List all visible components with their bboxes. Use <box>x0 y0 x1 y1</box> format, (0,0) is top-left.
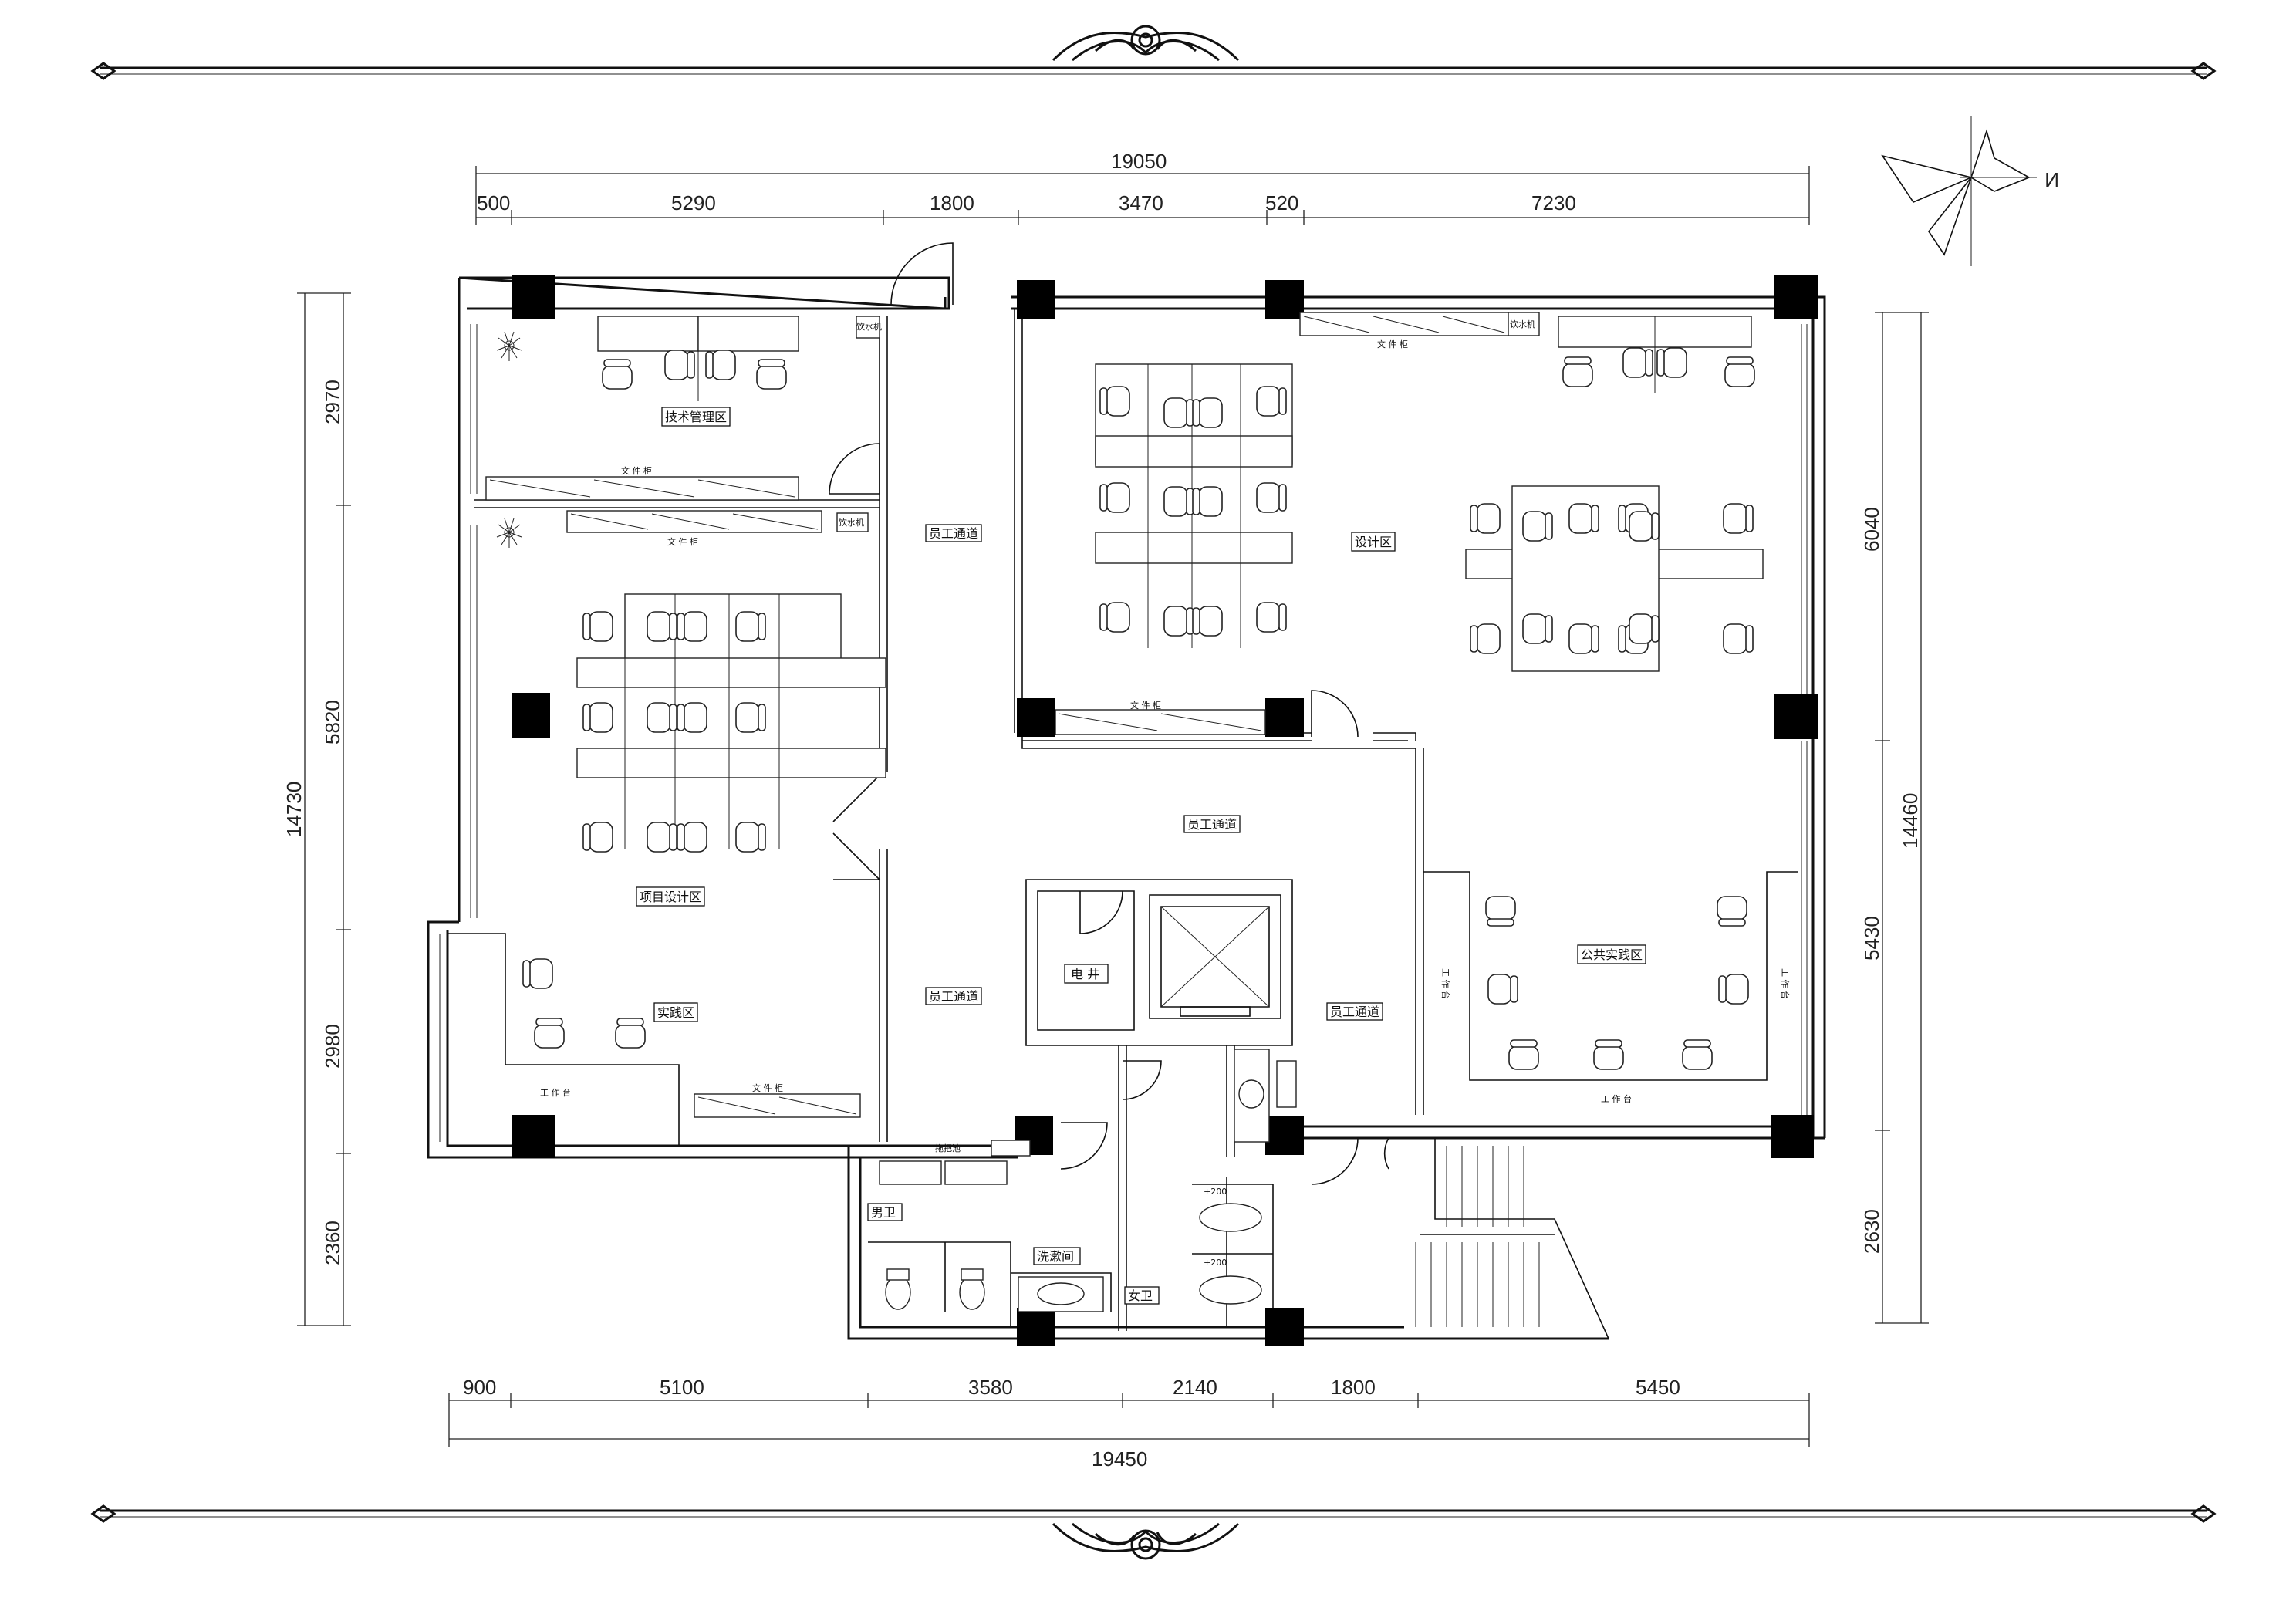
file-cabinets: 文 件 柜 文 件 柜 文 件 柜 文 件 柜 文 件 柜 饮水机 饮水机 饮水… <box>485 312 1540 1118</box>
dim-bottom-seg-4: 2140 <box>1173 1376 1217 1399</box>
dim-top-seg-6: 7230 <box>1531 191 1576 214</box>
tech-mgmt-furniture <box>597 316 799 401</box>
label-design: 设计区 <box>1355 535 1392 549</box>
label-public-practice: 公共实践区 <box>1581 947 1643 962</box>
dim-left-seg-4: 2360 <box>321 1221 344 1265</box>
columns <box>512 275 1818 1346</box>
dim-top-seg-3: 1800 <box>930 191 974 214</box>
label-project-design: 项目设计区 <box>640 890 701 904</box>
label-practice: 实践区 <box>657 1005 694 1020</box>
bottom-border <box>90 1504 2217 1523</box>
label-tech-mgmt: 技术管理区 <box>665 410 727 424</box>
dim-bottom-seg-1: 900 <box>463 1376 496 1399</box>
dim-top-seg-5: 520 <box>1265 191 1298 214</box>
workbench-label-public: 工 作 台 <box>1601 1093 1632 1104</box>
label-wash-room: 洗漱间 <box>1037 1249 1074 1264</box>
dim-bottom-seg-2: 5100 <box>660 1376 704 1399</box>
offset-label-1: +200 <box>1204 1187 1227 1197</box>
top-ornament <box>1052 25 1240 62</box>
label-corridor-4: 员工通道 <box>1330 1005 1379 1019</box>
dim-right-seg-2: 5430 <box>1860 916 1883 961</box>
room-labels: 技术管理区 项目设计区 实践区 设计区 公共实践区 电 井 男卫 女卫 洗漱间 … <box>636 407 1646 1305</box>
practice-furniture <box>522 958 646 1049</box>
dim-bottom-total: 19450 <box>1092 1447 1147 1471</box>
dim-bottom-seg-5: 1800 <box>1331 1376 1376 1399</box>
dim-top-seg-1: 500 <box>477 191 510 214</box>
dim-right-seg-1: 6040 <box>1860 507 1883 552</box>
dim-left-seg-3: 2980 <box>321 1024 344 1069</box>
offset-label-2: +200 <box>1204 1258 1227 1268</box>
interior-walls <box>474 309 1798 1339</box>
dim-top-seg-2: 5290 <box>671 191 716 214</box>
dimension-bottom: 900 5100 3580 2140 1800 5450 19450 <box>448 1376 1810 1471</box>
dim-left-seg-1: 2970 <box>321 380 344 424</box>
label-corridor-1: 员工通道 <box>929 526 978 541</box>
dimension-right: 6040 5430 2630 14460 <box>1860 312 1929 1324</box>
dim-top-total: 19050 <box>1111 150 1167 173</box>
mop-pool-label: 拖把池 <box>935 1143 961 1153</box>
label-electric-shaft: 电 井 <box>1071 967 1099 981</box>
workbench-label-practice: 工 作 台 <box>540 1087 571 1098</box>
dim-top-seg-4: 3470 <box>1119 191 1163 214</box>
label-mens-wc: 男卫 <box>871 1205 896 1220</box>
dim-bottom-seg-6: 5450 <box>1636 1376 1680 1399</box>
restroom-fixtures: 拖把池 +200 +200 <box>879 1049 1297 1312</box>
cabinet-label-bottom: 文 件 柜 <box>1130 700 1161 711</box>
dim-left-total: 14730 <box>282 782 306 837</box>
public-practice-furniture: 工 作 台 工 作 台 工 作 台 <box>1440 896 1791 1104</box>
cabinet-label-practice: 文 件 柜 <box>752 1082 783 1093</box>
cabinet-label-project: 文 件 柜 <box>667 536 698 547</box>
dim-bottom-seg-3: 3580 <box>968 1376 1013 1399</box>
bottom-ornament <box>1052 1522 1240 1560</box>
dim-left-seg-2: 5820 <box>321 700 344 745</box>
water-dispenser-3: 饮水机 <box>1510 319 1535 329</box>
water-dispenser-1: 饮水机 <box>856 321 882 332</box>
dim-right-total: 14460 <box>1899 793 1922 849</box>
design-furniture <box>1095 316 1764 672</box>
cabinet-label-design: 文 件 柜 <box>1377 339 1408 350</box>
label-corridor-2: 员工通道 <box>929 989 978 1004</box>
practice-workbench: 工 作 台 <box>447 933 680 1146</box>
project-design-furniture <box>576 593 886 853</box>
water-dispenser-2: 饮水机 <box>839 517 864 528</box>
north-label: N <box>2044 168 2059 191</box>
north-arrow: N <box>1881 116 2059 266</box>
top-border <box>90 62 2217 80</box>
windows <box>439 324 1808 1142</box>
cabinet-label-tech: 文 件 柜 <box>621 465 652 476</box>
label-corridor-3: 员工通道 <box>1187 817 1237 832</box>
dimension-top: 19050 500 5290 1800 3470 520 7230 <box>475 150 1810 225</box>
label-womens-wc: 女卫 <box>1128 1288 1153 1303</box>
workbench-label-left: 工 作 台 <box>1440 968 1451 999</box>
workbench-label-right: 工 作 台 <box>1780 968 1791 999</box>
dimension-left: 14730 2970 5820 2980 2360 <box>282 292 351 1326</box>
dim-right-seg-3: 2630 <box>1860 1209 1883 1254</box>
